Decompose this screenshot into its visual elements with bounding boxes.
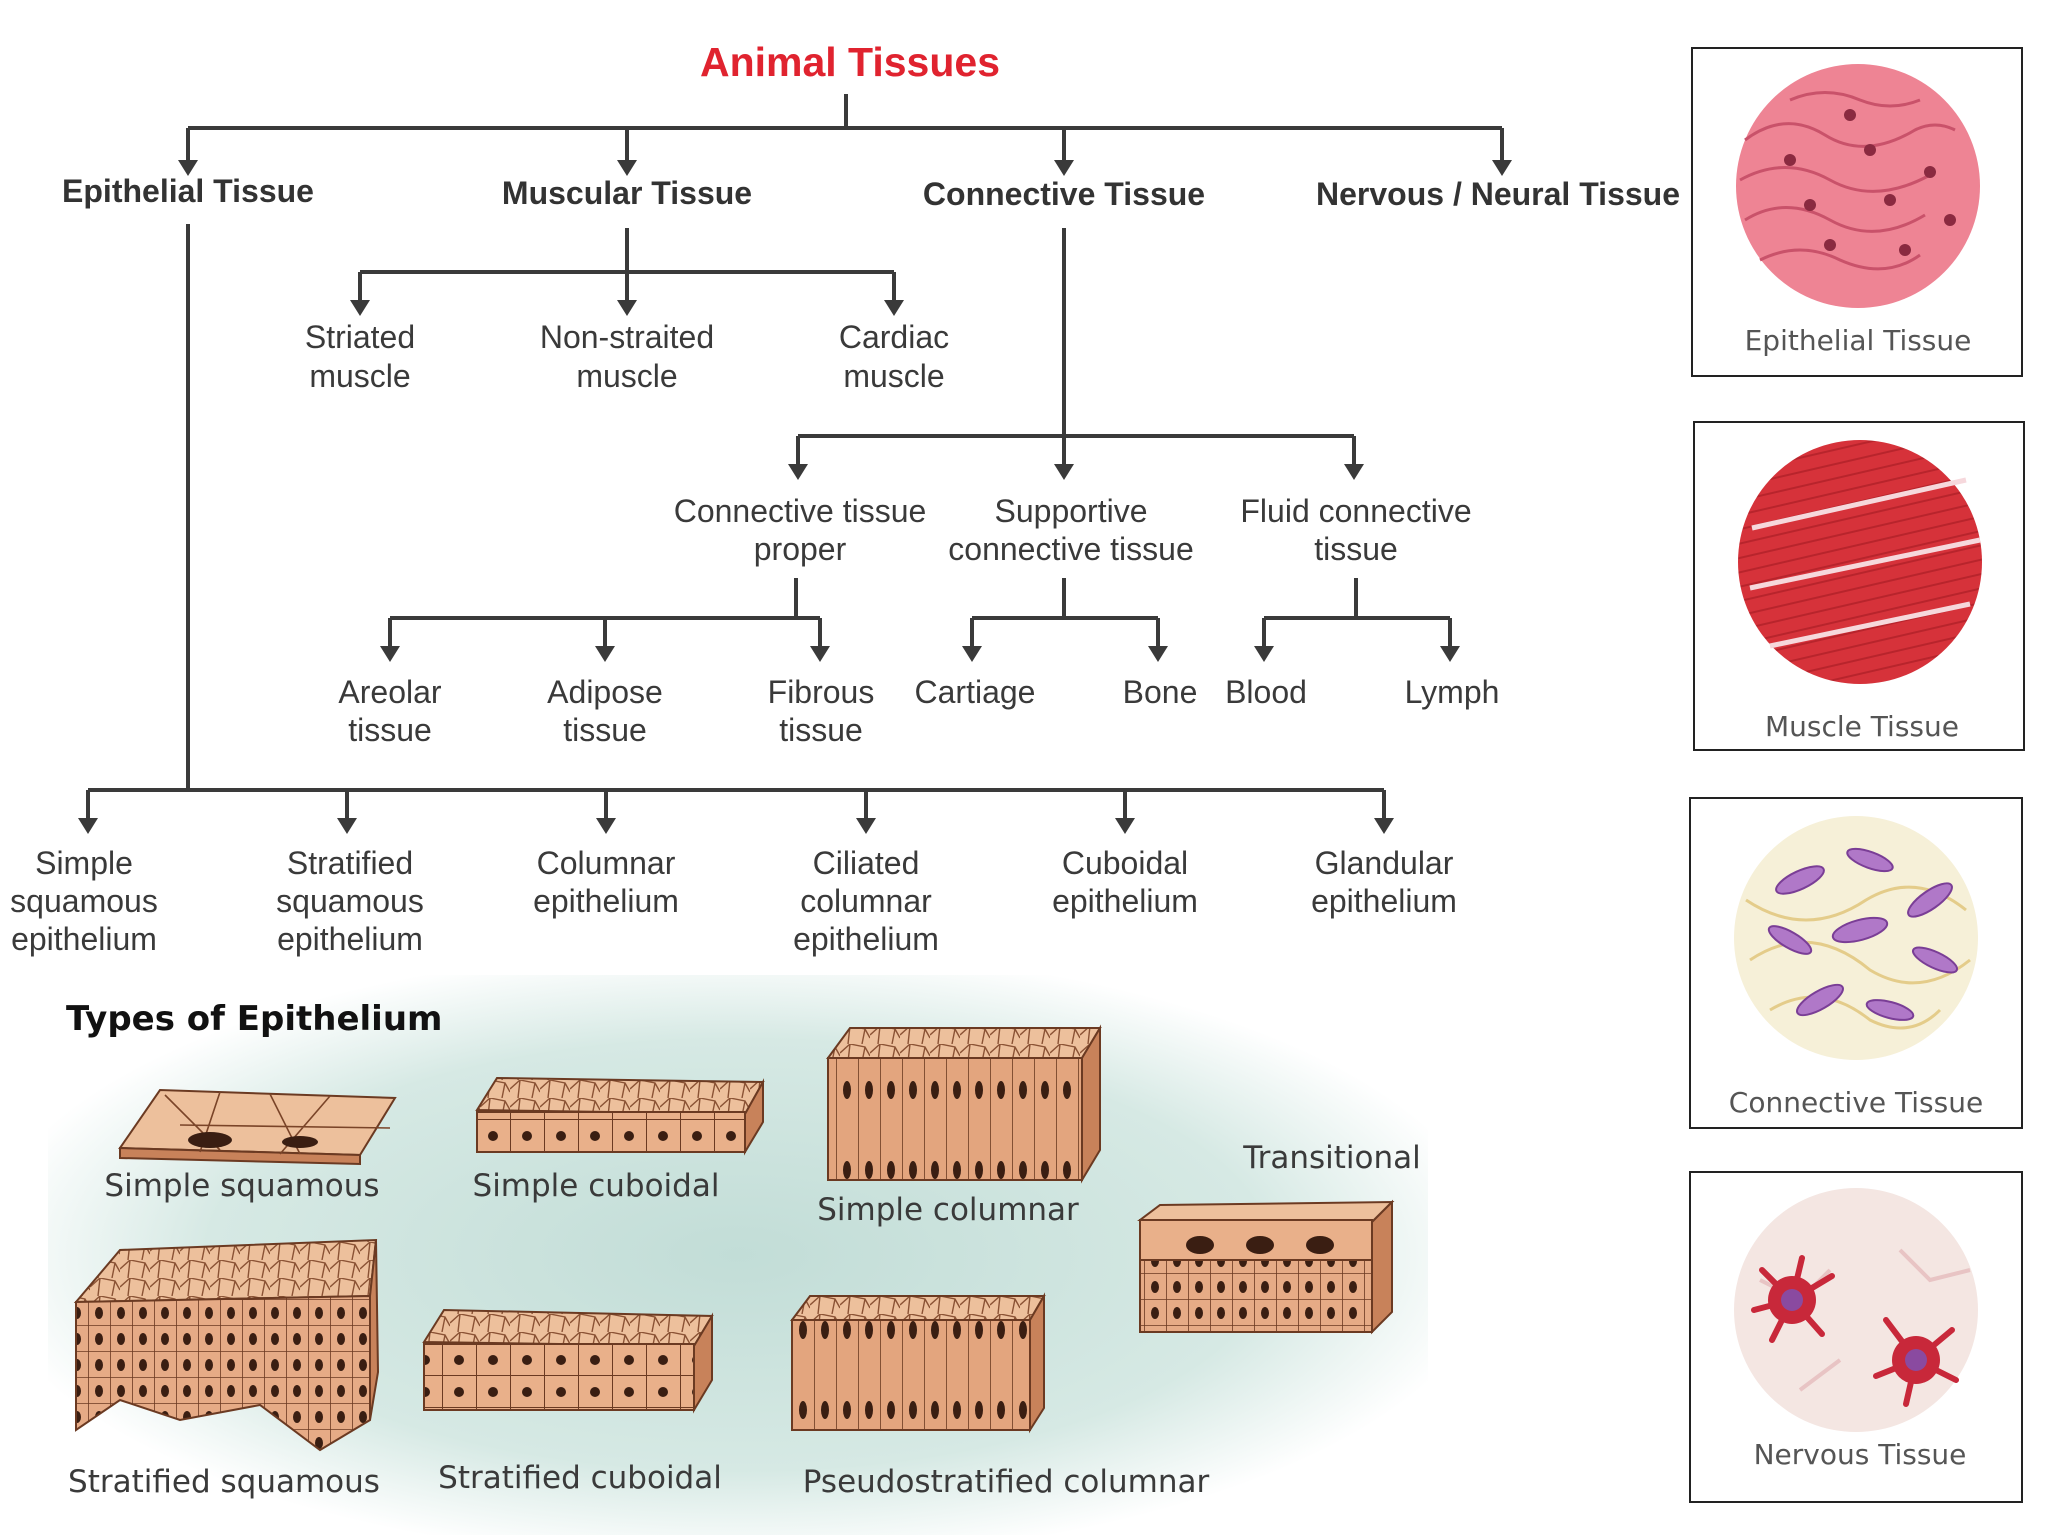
muscle-type-striated-l2: muscle xyxy=(309,358,410,394)
fluid-connective-l1: Fluid connective xyxy=(1240,493,1471,529)
types-of-epithelium-panel: Types of Epithelium Simple squamous Simp… xyxy=(48,975,1428,1535)
blood-label: Blood xyxy=(1225,674,1307,710)
muscle-type-nonstriated-l1: Non-straited xyxy=(540,319,714,355)
transitional-illustration xyxy=(1137,1199,1395,1335)
fibrous-l2: tissue xyxy=(779,712,863,748)
connective-proper-types: Areolar tissue Adipose tissue Fibrous ti… xyxy=(338,674,874,748)
glandular-l2: epithelium xyxy=(1311,883,1457,919)
fluid-types: Blood Lymph xyxy=(1225,674,1499,710)
supportive-types: Cartiage Bone xyxy=(915,674,1198,710)
stratified-squamous-l2: squamous xyxy=(276,883,424,919)
stratified-squamous-illustration xyxy=(73,1238,380,1452)
supportive-connective-l1: Supportive xyxy=(995,493,1148,529)
adipose-l1: Adipose xyxy=(547,674,663,710)
label-stratified-cuboidal: Stratified cuboidal xyxy=(438,1460,722,1496)
epithelium-types: Simple squamous epithelium Stratified sq… xyxy=(10,845,1457,957)
category-epithelial: Epithelial Tissue xyxy=(62,173,314,209)
label-transitional: Transitional xyxy=(1242,1140,1421,1176)
label-simple-cuboidal: Simple cuboidal xyxy=(473,1168,720,1204)
types-of-epithelium-title: Types of Epithelium xyxy=(66,999,442,1039)
ciliated-columnar-l2: columnar xyxy=(800,883,932,919)
category-nervous: Nervous / Neural Tissue xyxy=(1316,176,1680,212)
sample-card-connective: Connective Tissue xyxy=(1689,797,2023,1129)
cartilage-label: Cartiage xyxy=(915,674,1036,710)
cuboidal-l2: epithelium xyxy=(1052,883,1198,919)
areolar-l2: tissue xyxy=(348,712,432,748)
label-simple-columnar: Simple columnar xyxy=(817,1192,1079,1228)
muscle-sample-image xyxy=(1738,440,1982,684)
ciliated-columnar-l3: epithelium xyxy=(793,921,939,957)
adipose-l2: tissue xyxy=(563,712,647,748)
tree-arrowheads xyxy=(78,160,1512,834)
simple-squamous-l2: squamous xyxy=(10,883,158,919)
bone-label: Bone xyxy=(1123,674,1198,710)
category-connective: Connective Tissue xyxy=(923,176,1205,212)
stratified-squamous-l3: epithelium xyxy=(277,921,423,957)
pseudostratified-columnar-illustration xyxy=(790,1292,1046,1434)
ciliated-columnar-l1: Ciliated xyxy=(813,845,920,881)
supportive-connective-l2: connective tissue xyxy=(948,531,1193,567)
label-simple-squamous: Simple squamous xyxy=(104,1168,379,1204)
simple-columnar-illustration xyxy=(826,1024,1102,1184)
glandular-l1: Glandular xyxy=(1315,845,1454,881)
simple-squamous-illustration xyxy=(118,1088,397,1166)
fluid-connective-l2: tissue xyxy=(1314,531,1398,567)
simple-squamous-l3: epithelium xyxy=(11,921,157,957)
connective-proper-l2: proper xyxy=(754,531,847,567)
sample-card-muscle: Muscle Tissue xyxy=(1693,421,2025,751)
stratified-cuboidal-illustration xyxy=(422,1308,714,1414)
cuboidal-l1: Cuboidal xyxy=(1062,845,1188,881)
connective-proper-l1: Connective tissue xyxy=(674,493,927,529)
muscle-type-cardiac-l1: Cardiac xyxy=(839,319,949,355)
sample-card-label-muscle: Muscle Tissue xyxy=(1765,710,1959,743)
fibrous-l1: Fibrous xyxy=(768,674,875,710)
simple-squamous-l1: Simple xyxy=(35,845,133,881)
muscle-type-striated-l1: Striated xyxy=(305,319,415,355)
label-stratified-squamous: Stratified squamous xyxy=(68,1464,380,1500)
columnar-l2: epithelium xyxy=(533,883,679,919)
sample-card-nervous: Nervous Tissue xyxy=(1689,1171,2023,1503)
simple-cuboidal-illustration xyxy=(475,1076,765,1156)
diagram-title: Animal Tissues xyxy=(700,39,1000,85)
lymph-label: Lymph xyxy=(1405,674,1500,710)
stratified-squamous-l1: Stratified xyxy=(287,845,413,881)
areolar-l1: Areolar xyxy=(338,674,442,710)
muscle-types: Striated muscle Non-straited muscle Card… xyxy=(305,319,949,394)
sample-card-label-nervous: Nervous Tissue xyxy=(1754,1438,1967,1471)
sample-card-epithelial: Epithelial Tissue xyxy=(1691,47,2023,377)
muscle-type-nonstriated-l2: muscle xyxy=(576,358,677,394)
sample-card-label-connective: Connective Tissue xyxy=(1729,1086,1983,1119)
sample-card-label-epithelial: Epithelial Tissue xyxy=(1745,324,1972,357)
label-pseudostratified-columnar: Pseudostratified columnar xyxy=(803,1464,1210,1500)
category-muscular: Muscular Tissue xyxy=(502,175,752,211)
connective-types: Connective tissue proper Supportive conn… xyxy=(674,493,1472,567)
muscle-type-cardiac-l2: muscle xyxy=(843,358,944,394)
columnar-l1: Columnar xyxy=(537,845,676,881)
